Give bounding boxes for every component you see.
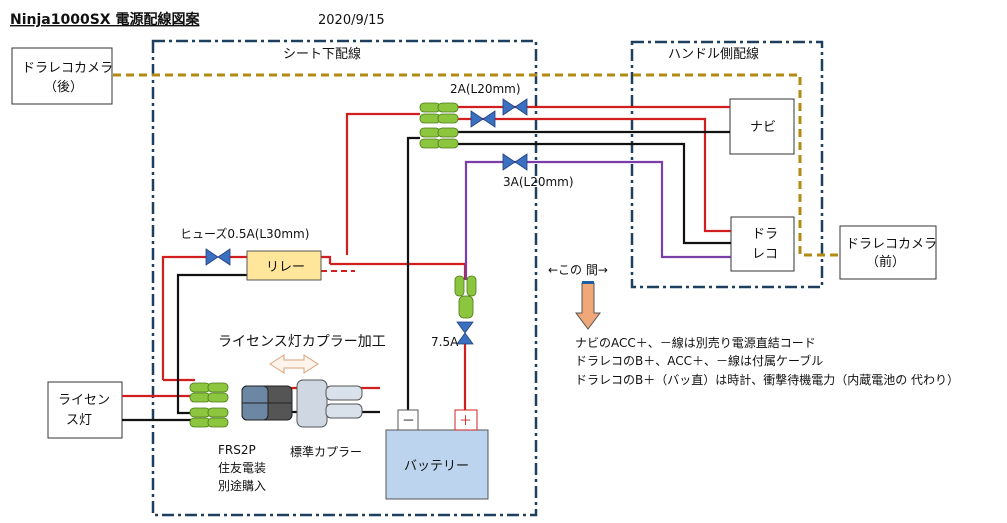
battery-minus-terminal bbox=[397, 409, 419, 431]
fuse-7-5a bbox=[456, 321, 474, 345]
fuse-3a bbox=[502, 153, 528, 171]
fuse-relay bbox=[205, 248, 231, 266]
double-arrow-icon bbox=[269, 354, 319, 374]
fuse-2a-lower bbox=[470, 110, 496, 128]
seat-region-label: シート下配線 bbox=[283, 46, 361, 62]
connector-block-top bbox=[419, 102, 459, 149]
front-camera-box bbox=[839, 225, 937, 280]
navi-label: ナビ bbox=[750, 120, 776, 135]
rear-camera-label-1: ドラレコカメラ bbox=[22, 61, 113, 76]
battery-box bbox=[385, 429, 489, 500]
between-label: ←この 間→ bbox=[548, 263, 608, 277]
fuse-7-5a-label: 7.5A bbox=[431, 335, 459, 349]
handle-region-label: ハンドル側配線 bbox=[668, 46, 759, 62]
battery-label: バッテリー bbox=[404, 459, 469, 474]
frs2p-label-3: 別途購入 bbox=[218, 478, 266, 493]
connector-license bbox=[189, 382, 229, 428]
diagram-title: Ninja1000SX 電源配線図案 bbox=[10, 11, 200, 28]
diagram-date: 2020/9/15 bbox=[318, 13, 385, 28]
standard-coupler bbox=[296, 379, 363, 428]
seat-region-border bbox=[151, 39, 538, 517]
note-1: ナビのACC＋、－線は別売り電源直結コード bbox=[575, 335, 816, 350]
fuse-2a-label: 2A(L20mm) bbox=[450, 82, 521, 96]
relay-box bbox=[246, 250, 322, 281]
frs2p-label-2: 住友電装 bbox=[218, 461, 266, 475]
license-lamp-label-2: ス灯 bbox=[66, 413, 92, 428]
fuse-3a-label: 3A(L20mm) bbox=[503, 175, 574, 189]
down-arrow-icon bbox=[575, 281, 601, 330]
battery-plus-terminal bbox=[454, 409, 478, 431]
standard-coupler-label: 標準カプラー bbox=[290, 444, 362, 459]
frs2p-label-1: FRS2P bbox=[218, 443, 256, 457]
relay-label: リレー bbox=[266, 260, 305, 275]
battery-minus-label: － bbox=[402, 414, 415, 429]
acc-wires bbox=[464, 160, 731, 280]
navi-box bbox=[729, 98, 795, 155]
frs2p-coupler bbox=[241, 385, 293, 421]
rear-camera-box bbox=[11, 47, 113, 105]
handle-region-border bbox=[630, 40, 824, 289]
front-camera-label-1: ドラレコカメラ bbox=[846, 237, 937, 252]
license-lamp-label-1: ライセン bbox=[58, 393, 110, 408]
battery-plus-label: ＋ bbox=[459, 414, 472, 429]
note-2: ドラレコのB＋、ACC＋、－線は付属ケーブル bbox=[575, 353, 823, 368]
license-lamp-box bbox=[47, 381, 123, 439]
dashcam-box bbox=[730, 216, 795, 272]
note-3: ドラレコのB＋（バッ直）は時計、衝撃待機電力（内蔵電池の 代わり） bbox=[575, 372, 959, 387]
fuse-2a-top bbox=[502, 98, 528, 116]
connector-splitter bbox=[454, 275, 477, 319]
camera-cable bbox=[113, 73, 840, 257]
coupler-mod-label: ライセンス灯カプラー加工 bbox=[218, 334, 386, 350]
rear-camera-label-2: （後） bbox=[44, 80, 83, 95]
dashcam-label-2: レコ bbox=[752, 247, 778, 262]
dashcam-label-1: ドラ bbox=[752, 227, 778, 242]
front-camera-label-2: （前） bbox=[866, 254, 905, 270]
fuse-relay-label: ヒューズ0.5A(L30mm) bbox=[180, 226, 309, 241]
